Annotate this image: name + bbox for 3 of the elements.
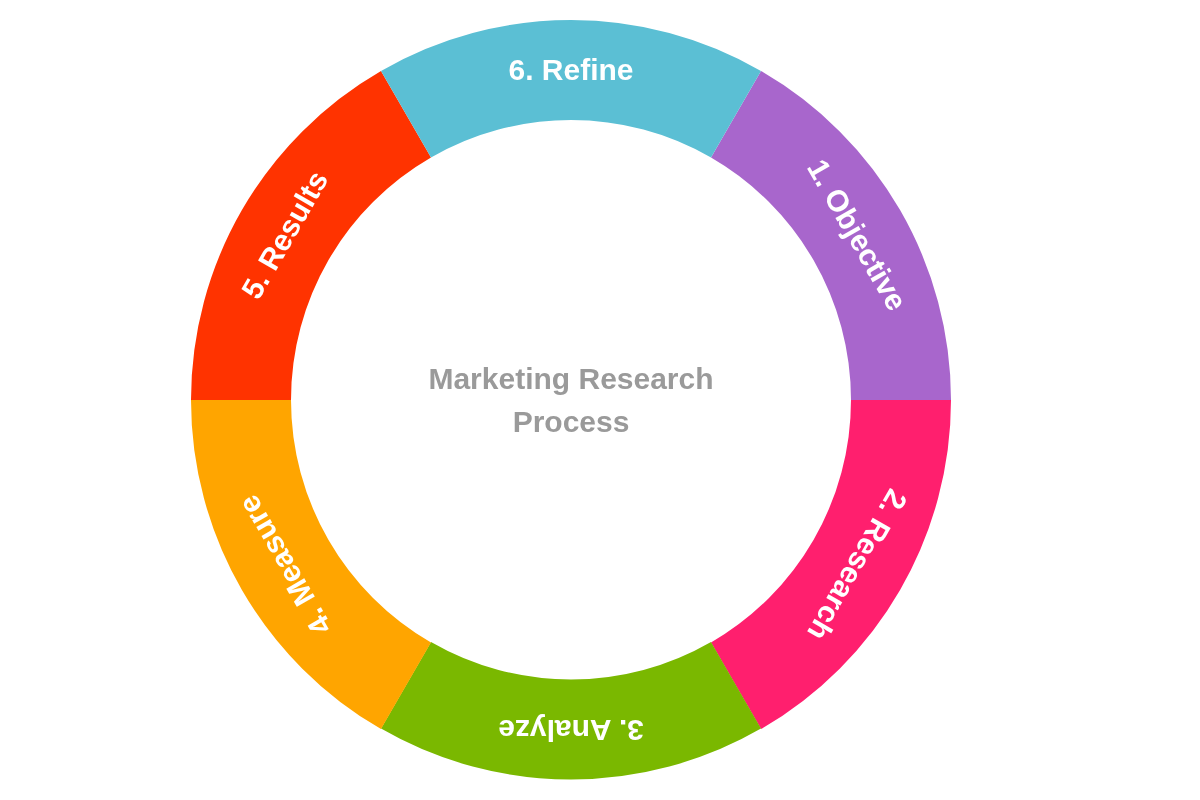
segment-label: 6. Refine: [508, 53, 634, 87]
center-label: Marketing Research Process: [421, 356, 721, 444]
segment-label: 3. Analyze: [498, 713, 644, 747]
